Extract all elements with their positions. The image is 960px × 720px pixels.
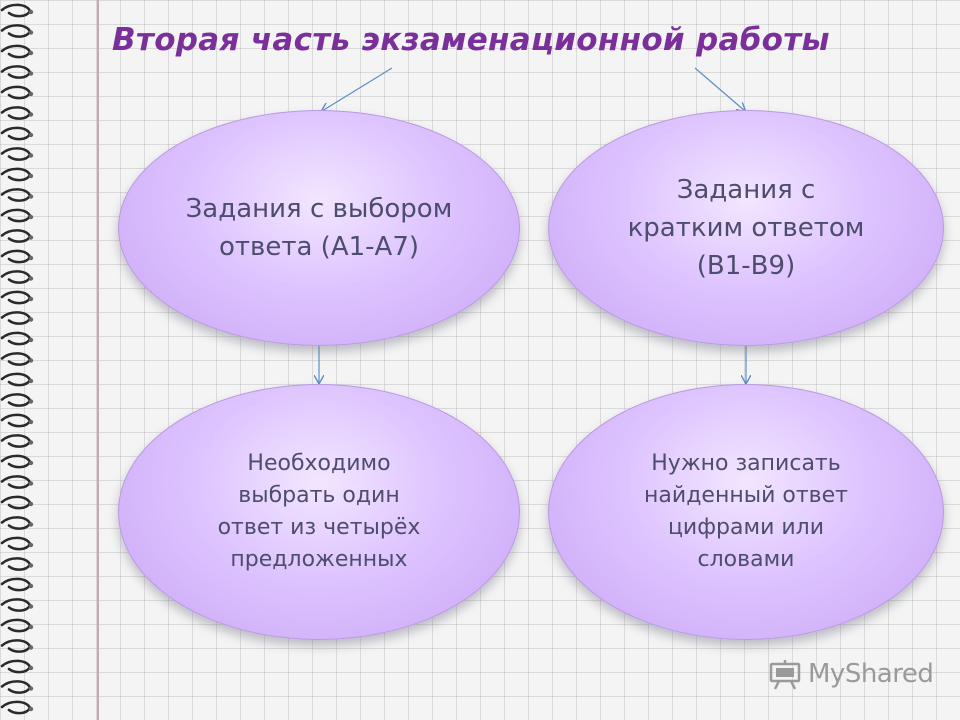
spiral-coil bbox=[0, 290, 34, 305]
spiral-coil bbox=[0, 413, 34, 428]
spiral-coil bbox=[0, 393, 34, 407]
myshared-logo: MyShared bbox=[768, 656, 934, 692]
spiral-coil bbox=[0, 85, 34, 100]
spiral-coil bbox=[0, 475, 34, 489]
spiral-coil bbox=[0, 3, 34, 18]
spiral-coil bbox=[0, 700, 34, 715]
spiral-coil bbox=[0, 352, 34, 366]
node-short-answer-tasks: Задания с кратким ответом (В1-В9) bbox=[548, 110, 944, 346]
notebook-spiral bbox=[0, 3, 34, 715]
node-choice-tasks-label: Задания с выбором ответа (А1-А7) bbox=[185, 194, 453, 262]
spiral-coil bbox=[0, 106, 34, 120]
spiral-coil bbox=[0, 208, 34, 223]
spiral-coil bbox=[0, 167, 34, 182]
spiral-coil bbox=[0, 680, 34, 694]
spiral-coil bbox=[0, 618, 34, 633]
spiral-coil bbox=[0, 536, 34, 551]
spiral-coil bbox=[0, 126, 34, 141]
spiral-coil bbox=[0, 372, 34, 387]
node-short-description: Нужно записать найденный ответ цифрами и… bbox=[548, 384, 944, 640]
spiral-coil bbox=[0, 311, 34, 325]
node-short-description-label: Нужно записать найденный ответ цифрами и… bbox=[644, 451, 848, 572]
presentation-board-icon bbox=[769, 660, 801, 690]
logo-text: MyShared bbox=[808, 659, 934, 689]
arrow-title-to-choice bbox=[322, 67, 393, 111]
spiral-coil bbox=[0, 495, 34, 510]
node-short-answer-tasks-label: Задания с кратким ответом (В1-В9) bbox=[627, 175, 865, 281]
spiral-coil bbox=[0, 147, 34, 161]
spiral-coil bbox=[0, 249, 34, 264]
spiral-coil bbox=[0, 331, 34, 346]
spiral-coil bbox=[0, 454, 34, 469]
spiral-coil bbox=[0, 44, 34, 59]
spiral-coil bbox=[0, 188, 34, 202]
arrow-title-to-short bbox=[694, 67, 745, 111]
node-choice-description-label: Необходимо выбрать один ответ из четырёх… bbox=[217, 451, 421, 572]
node-choice-tasks: Задания с выбором ответа (А1-А7) bbox=[118, 110, 520, 346]
node-choice-description: Необходимо выбрать один ответ из четырёх… bbox=[118, 384, 520, 640]
spiral-coil bbox=[0, 516, 34, 530]
spiral-coil bbox=[0, 639, 34, 653]
spiral-coil bbox=[0, 659, 34, 674]
spiral-coil bbox=[0, 557, 34, 571]
notebook-margin-line bbox=[97, 0, 99, 720]
spiral-coil bbox=[0, 24, 34, 38]
spiral-coil bbox=[0, 229, 34, 243]
page-title: Вторая часть экзаменационной работы bbox=[112, 22, 830, 58]
spiral-coil bbox=[0, 598, 34, 612]
spiral-coil bbox=[0, 577, 34, 592]
spiral-coil bbox=[0, 270, 34, 284]
spiral-coil bbox=[0, 65, 34, 79]
spiral-coil bbox=[0, 434, 34, 448]
